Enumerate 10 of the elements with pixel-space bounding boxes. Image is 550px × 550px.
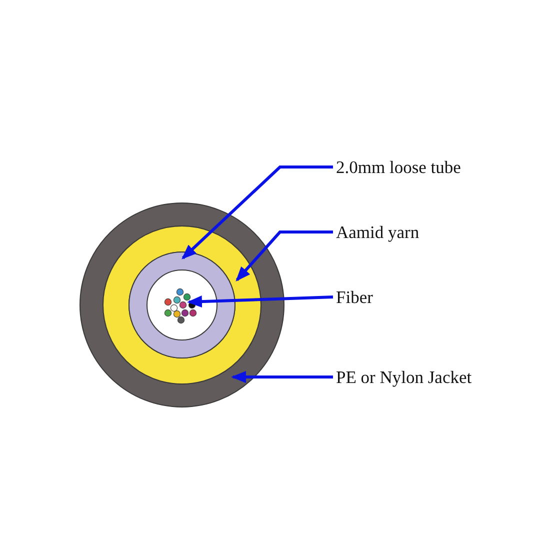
part-label: PE or Nylon Jacket [336, 367, 472, 387]
leader-arrow [236, 230, 333, 282]
leader-arrow [231, 371, 333, 383]
fiber-bundle [164, 288, 197, 324]
leader-arrow [187, 296, 334, 308]
part-label: 2.0mm loose tube [336, 157, 461, 177]
part-label: Aamid yarn [336, 222, 420, 242]
part-label: Fiber [336, 287, 373, 307]
jacket-ring [80, 202, 284, 408]
leader-arrow [182, 166, 333, 260]
